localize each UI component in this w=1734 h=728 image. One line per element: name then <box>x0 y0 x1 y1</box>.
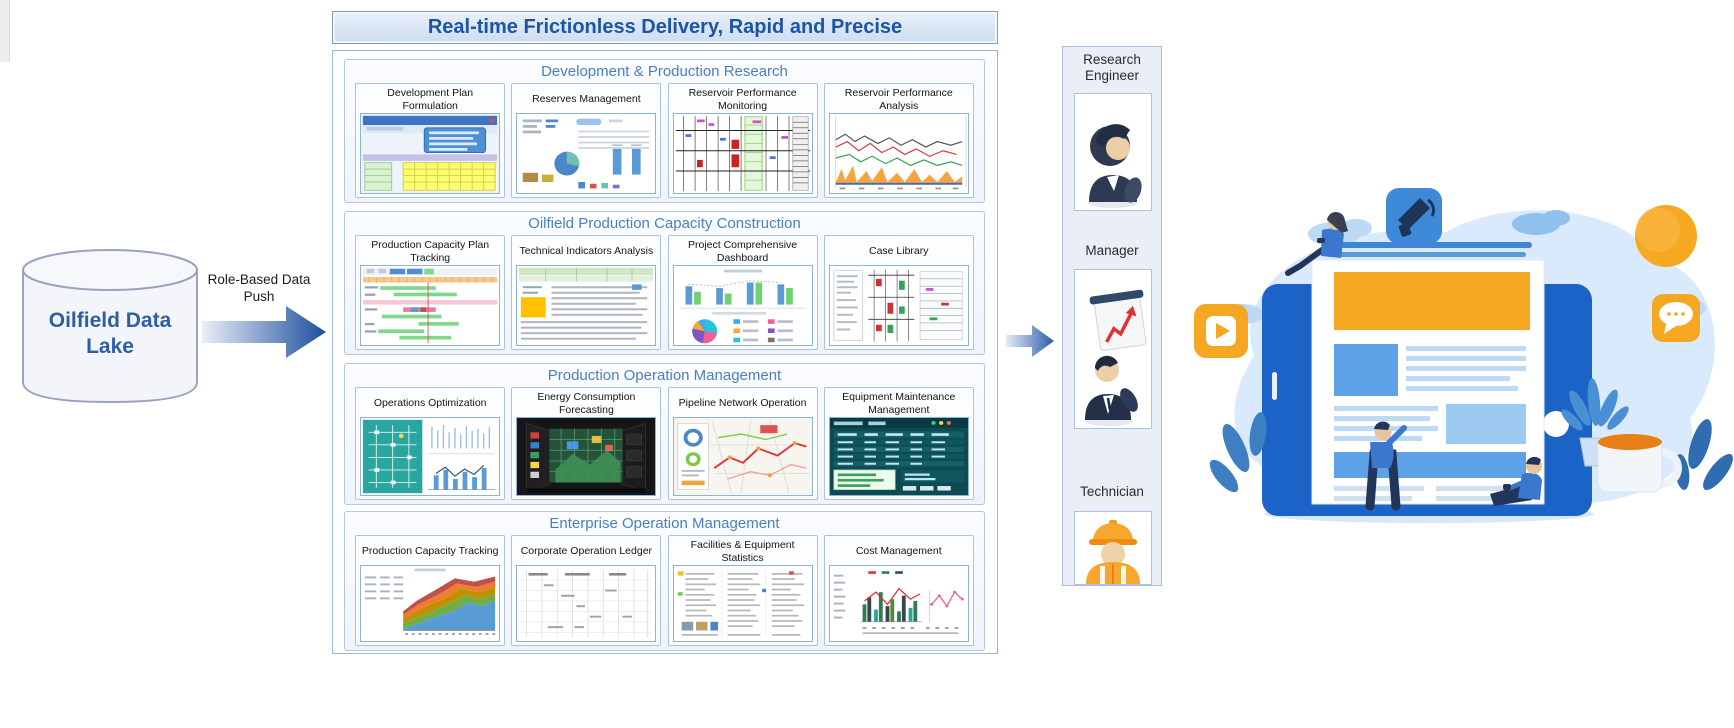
app-card-title: Energy Consumption Forecasting <box>537 391 636 416</box>
app-card-title: Operations Optimization <box>373 397 487 410</box>
card-row: Development Plan Formulation <box>345 83 984 198</box>
coffee-mug <box>1597 434 1682 493</box>
app-card-reserves-management: Reserves Management <box>511 83 662 198</box>
role-label-technician: Technician <box>1080 484 1144 499</box>
manager-avatar-box <box>1074 269 1152 429</box>
hardhat-worker-avatar-icon <box>1086 520 1140 584</box>
data-push-arrow <box>202 306 326 358</box>
roles-panel: Research Engineer Manager <box>1062 46 1162 586</box>
app-card-title: Development Plan Formulation <box>387 87 474 112</box>
app-card-title: Pipeline Network Operation <box>678 397 807 410</box>
app-card-title: Production Capacity Tracking <box>361 545 499 558</box>
app-thumbnail-dashboard <box>516 113 657 194</box>
app-card-title: Production Capacity Plan Tracking <box>371 239 490 264</box>
app-thumbnail-pipeline-map <box>672 417 813 496</box>
app-thumbnail-spreadsheet <box>360 113 501 194</box>
app-thumbnail-network-teal <box>360 417 501 496</box>
app-thumbnail-dark-console <box>828 417 969 496</box>
app-card-energy-consumption-forecasting: Energy Consumption Forecasting <box>511 387 662 500</box>
delivery-sections-container: Development & Production Research Develo… <box>332 50 998 654</box>
app-thumbnail-well-log <box>672 113 813 194</box>
app-card-title: Technical Indicators Analysis <box>519 245 654 258</box>
app-thumbnail-case-document <box>828 265 969 346</box>
app-thumbnail-statistics-page <box>672 565 813 642</box>
app-card-equipment-maintenance-management: Equipment Maintenance Management <box>823 387 974 500</box>
app-card-title: Facilities & Equipment Statistics <box>690 539 795 564</box>
app-thumbnail-indicator-sheet <box>516 265 657 346</box>
manager-presenting-chart-avatar-icon <box>1085 289 1147 426</box>
section-title: Oilfield Production Capacity Constructio… <box>528 215 801 232</box>
technician-avatar-box <box>1074 511 1152 585</box>
role-label-manager: Manager <box>1085 243 1139 258</box>
app-thumbnail-ledger <box>516 565 657 642</box>
app-card-corporate-operation-ledger: Corporate Operation Ledger <box>511 535 662 646</box>
play-video-icon <box>1194 304 1248 358</box>
female-researcher-avatar-icon <box>1088 124 1142 208</box>
app-card-reservoir-performance-analysis: Reservoir Performance Analysis <box>823 83 974 198</box>
main-title-text: Real-time Frictionless Delivery, Rapid a… <box>427 16 903 38</box>
section-title: Development & Production Research <box>541 63 788 80</box>
app-card-operations-optimization: Operations Optimization <box>355 387 506 500</box>
app-card-technical-indicators-analysis: Technical Indicators Analysis <box>511 235 662 350</box>
section-development-production-research: Development & Production Research Develo… <box>344 59 985 203</box>
chat-bubble-icon <box>1652 294 1700 342</box>
card-row: Production Capacity Plan Tracking <box>345 235 984 350</box>
card-row: Production Capacity Tracking <box>345 535 984 646</box>
app-card-title: Equipment Maintenance Management <box>842 391 956 416</box>
section-production-operation-management: Production Operation Management Operatio… <box>344 363 985 505</box>
data-lake-label: Oilfield Data Lake <box>48 309 172 359</box>
window-edge-tab <box>0 0 10 62</box>
section-oilfield-production-capacity-construction: Oilfield Production Capacity Constructio… <box>344 211 985 355</box>
app-thumbnail-bars-pie <box>672 265 813 346</box>
section-title: Enterprise Operation Management <box>549 515 780 532</box>
app-card-case-library: Case Library <box>823 235 974 350</box>
to-roles-arrow <box>1006 325 1054 357</box>
people-figures <box>1285 212 1542 511</box>
app-card-cost-management: Cost Management <box>823 535 974 646</box>
app-card-title: Reservoir Performance Analysis <box>844 87 953 112</box>
main-title-banner: Real-time Frictionless Delivery, Rapid a… <box>332 11 998 44</box>
app-card-title: Reservoir Performance Monitoring <box>688 87 797 112</box>
app-thumbnail-stacked-area <box>360 565 501 642</box>
leaves-left <box>1209 412 1267 493</box>
app-card-title: Corporate Operation Ledger <box>520 545 653 558</box>
role-label-research-engineer: Research Engineer <box>1083 52 1141 84</box>
app-card-title: Case Library <box>868 245 929 258</box>
section-title: Production Operation Management <box>547 367 782 384</box>
scene-illustration <box>1184 176 1734 532</box>
app-card-development-plan-formulation: Development Plan Formulation <box>355 83 506 198</box>
app-thumbnail-3d-scene <box>516 417 657 496</box>
app-thumbnail-gantt <box>360 265 501 346</box>
app-card-title: Reserves Management <box>532 93 641 106</box>
research-engineer-avatar-box <box>1074 93 1152 211</box>
app-thumbnail-cost-bars <box>828 565 969 642</box>
app-card-project-comprehensive-dashboard: Project Comprehensive Dashboard <box>667 235 818 350</box>
card-row: Operations Optimization <box>345 387 984 500</box>
app-card-title: Cost Management <box>855 545 942 558</box>
app-card-reservoir-performance-monitoring: Reservoir Performance Monitoring <box>667 83 818 198</box>
app-card-production-capacity-plan-tracking: Production Capacity Plan Tracking <box>355 235 506 350</box>
flow-arrow-label: Role-Based Data Push <box>207 272 311 304</box>
cylinder-shape <box>22 249 198 404</box>
app-thumbnail-curves-chart <box>828 113 969 194</box>
megaphone-icon <box>1386 188 1442 244</box>
oilfield-data-lake-cylinder: Oilfield Data Lake <box>20 246 200 406</box>
app-card-title: Project Comprehensive Dashboard <box>687 239 798 264</box>
app-card-production-capacity-tracking: Production Capacity Tracking <box>355 535 506 646</box>
app-card-pipeline-network-operation: Pipeline Network Operation <box>667 387 818 500</box>
section-enterprise-operation-management: Enterprise Operation Management Producti… <box>344 511 985 651</box>
webpage-graphic <box>1311 242 1545 505</box>
app-card-facilities-equipment-statistics: Facilities & Equipment Statistics <box>667 535 818 646</box>
